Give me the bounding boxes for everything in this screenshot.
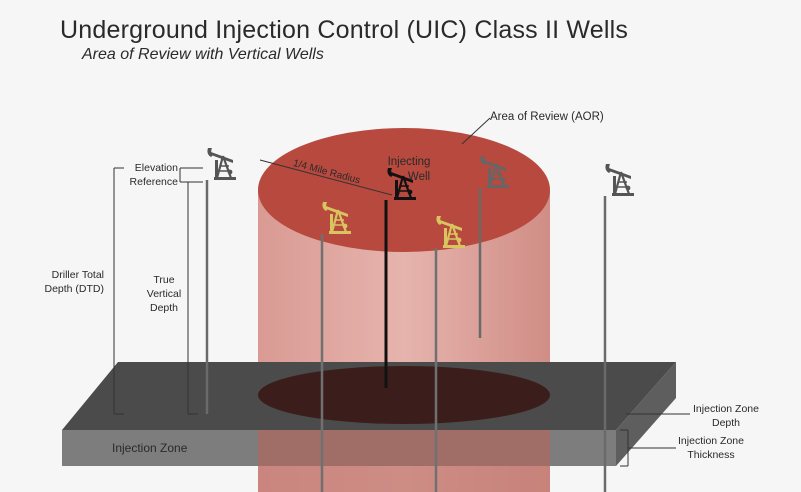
injection-zone-label: Injection Zone xyxy=(112,441,188,455)
radius-line xyxy=(259,159,393,196)
izt-label-line2: Thickness xyxy=(687,449,735,461)
elevation-label-line1: Elevation xyxy=(134,162,178,174)
dtd-label-line2: Depth (DTD) xyxy=(44,283,104,295)
injecting-well-label: Injecting Well xyxy=(384,155,434,185)
page-subtitle: Area of Review with Vertical Wells xyxy=(82,46,324,63)
tvd-label-line2: Vertical xyxy=(146,288,182,300)
aor-zone-intersection xyxy=(258,366,550,424)
pump-jack-icon xyxy=(604,162,636,198)
tvd-label: True Vertical Depth xyxy=(144,273,184,315)
elevation-reference-label: Elevation Reference xyxy=(118,161,178,189)
izd-label-line1: Injection Zone xyxy=(693,403,759,415)
aor-label: Area of Review (AOR) xyxy=(490,111,604,123)
tvd-label-line3: Depth xyxy=(149,302,179,314)
tvd-label-line1: True xyxy=(153,274,175,286)
aor-top-ellipse xyxy=(258,128,550,252)
injection-zone-depth-label: Injection Zone Depth xyxy=(688,402,764,430)
page-title: Underground Injection Control (UIC) Clas… xyxy=(60,16,629,44)
aor-leader xyxy=(461,117,491,145)
pump-jack-icon xyxy=(206,146,238,182)
injecting-well-label-line1: Injecting xyxy=(387,156,431,168)
dtd-label-line1: Driller Total xyxy=(51,269,104,281)
dtd-label: Driller Total Depth (DTD) xyxy=(30,268,104,296)
elevation-label-line2: Reference xyxy=(129,176,178,188)
izt-label-line1: Injection Zone xyxy=(678,435,744,447)
injection-zone-thickness-label: Injection Zone Thickness xyxy=(673,434,749,462)
izd-label-line2: Depth xyxy=(711,417,741,429)
injecting-well-label-line2: Well xyxy=(407,171,431,183)
